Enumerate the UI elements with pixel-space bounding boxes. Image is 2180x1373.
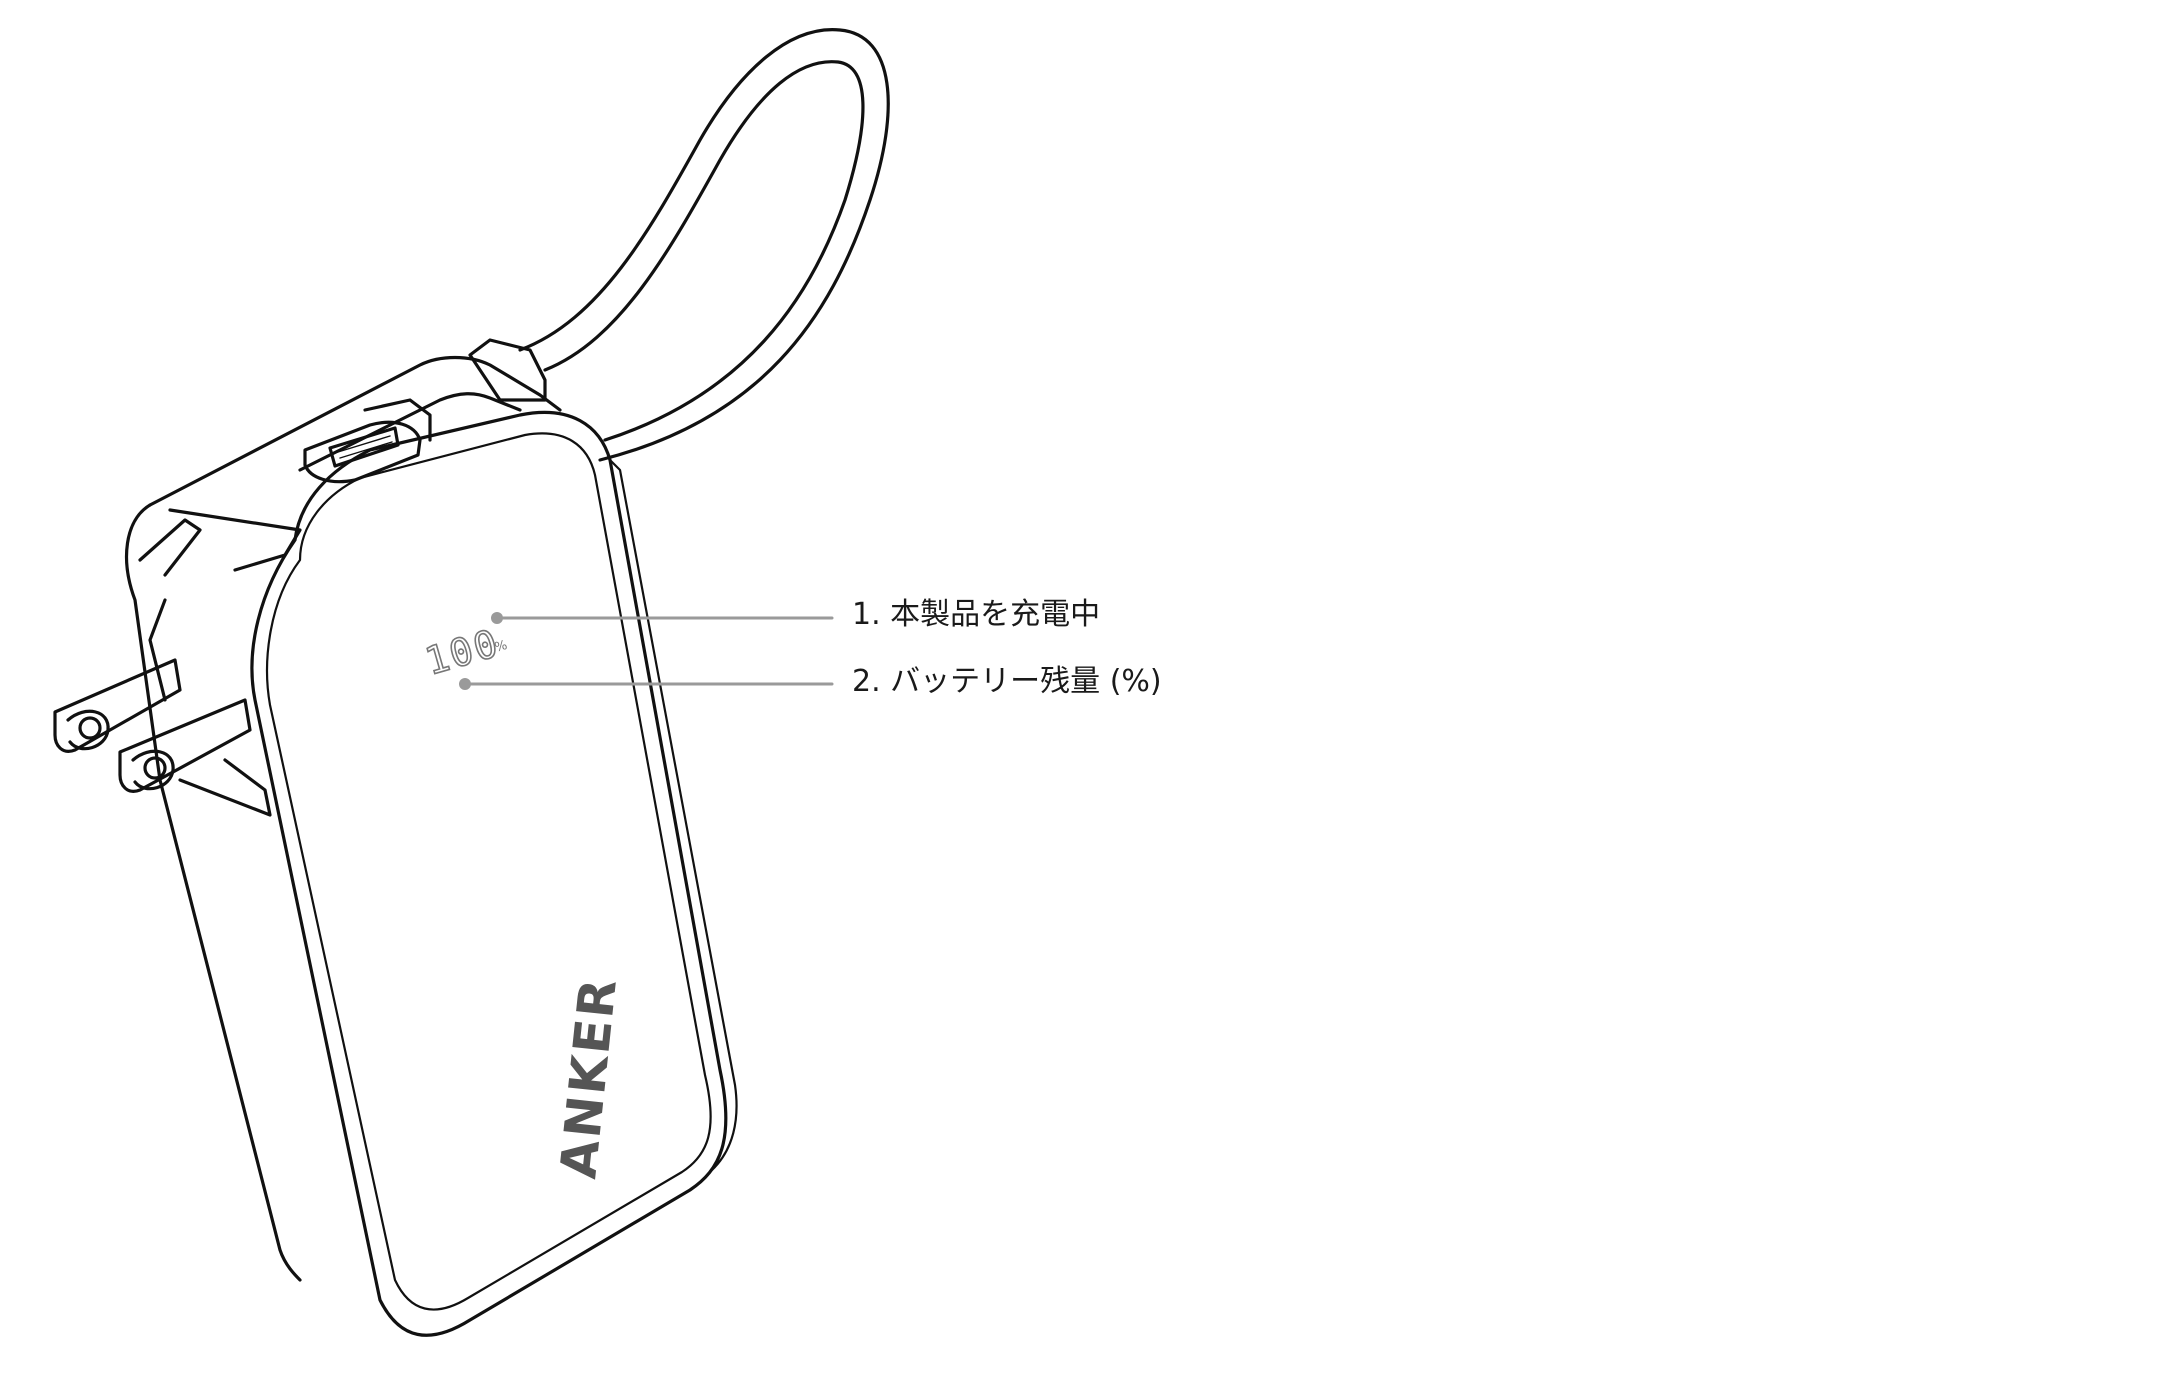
front-face xyxy=(250,410,738,1337)
display-unit: % xyxy=(493,638,509,656)
callout-dot-2 xyxy=(459,678,471,690)
plug-prongs xyxy=(53,658,272,817)
lanyard-strap xyxy=(468,28,890,462)
display-readout: 100 xyxy=(420,621,504,684)
housing-side xyxy=(124,503,302,1282)
callout-label-charging: 1. 本製品を充電中 xyxy=(852,597,1101,632)
brand-logo: ANKER xyxy=(549,974,628,1181)
housing-top xyxy=(148,355,562,507)
callout-label-battery-level: 2. バッテリー残量 (%) xyxy=(852,664,1162,699)
callout-dot-1 xyxy=(491,612,503,624)
